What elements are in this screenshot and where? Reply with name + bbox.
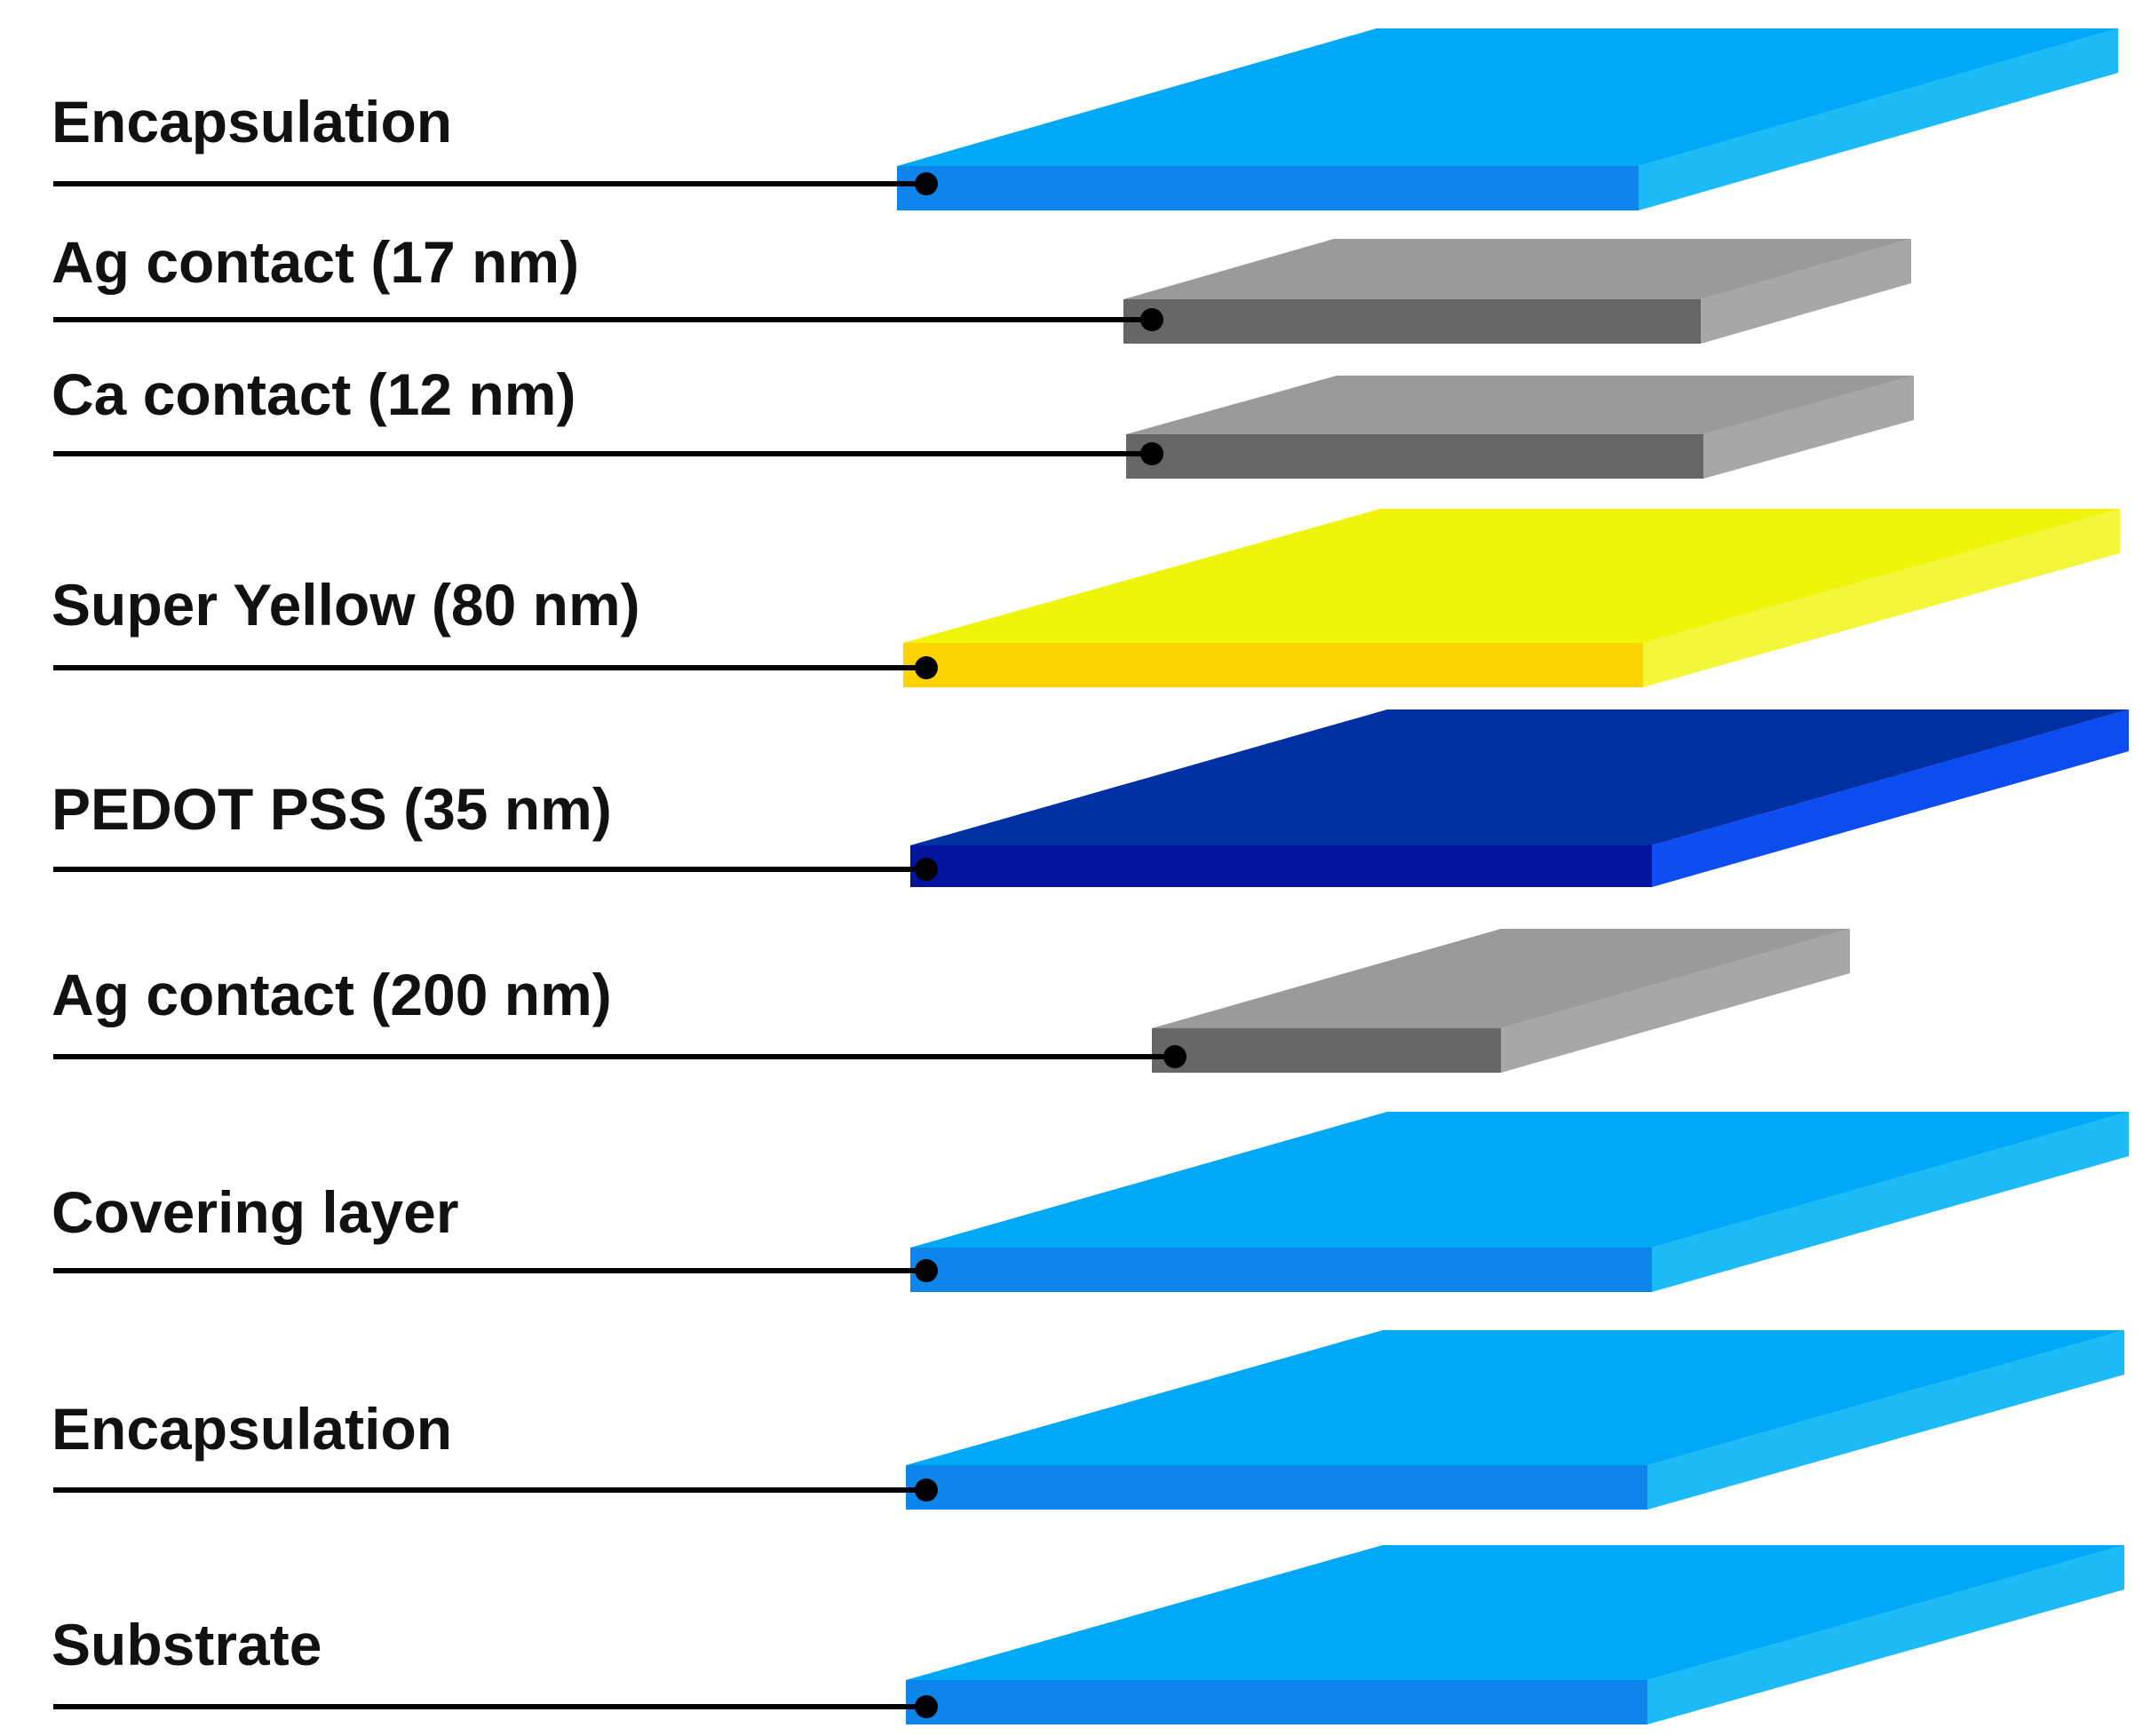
- layer-side-face: [1639, 28, 2118, 210]
- leader-dot: [1163, 1045, 1187, 1068]
- layer-ag-contact-200-nm-6: Ag contact (200 nm): [52, 929, 1850, 1073]
- layer-label: Super Yellow (80 nm): [52, 572, 640, 638]
- layer-top-face: [903, 509, 2120, 643]
- layer-label: Substrate: [52, 1612, 321, 1677]
- layer-substrate-9: Substrate: [52, 1545, 2124, 1724]
- layer-side-face: [1701, 239, 1911, 344]
- layer-label: Covering layer: [52, 1179, 459, 1245]
- layer-label: Encapsulation: [52, 1396, 452, 1462]
- layer-front-face: [906, 1465, 1647, 1510]
- layer-top-face: [906, 1330, 2124, 1465]
- layer-side-face: [1652, 709, 2129, 887]
- layer-front-face: [897, 166, 1639, 210]
- leader-dot: [915, 172, 938, 195]
- layer-encapsulation-8: Encapsulation: [52, 1330, 2124, 1510]
- leader-dot: [1140, 308, 1163, 331]
- layer-covering-layer-7: Covering layer: [52, 1112, 2129, 1292]
- layer-side-face: [1652, 1112, 2129, 1292]
- layer-side-face: [1703, 376, 1914, 479]
- layer-front-face: [1126, 434, 1703, 479]
- layer-top-face: [1152, 929, 1850, 1028]
- layer-label: Ag contact (200 nm): [52, 962, 612, 1027]
- layer-top-face: [910, 1112, 2129, 1248]
- layer-label: Encapsulation: [52, 89, 452, 155]
- layer-top-face: [1126, 376, 1914, 434]
- layer-side-face: [1647, 1330, 2124, 1510]
- leader-dot: [915, 656, 938, 679]
- leader-dot: [915, 1478, 938, 1502]
- layer-front-face: [903, 643, 1643, 687]
- layer-encapsulation-1: Encapsulation: [52, 28, 2118, 210]
- leader-dot: [1140, 442, 1163, 465]
- leader-dot: [915, 858, 938, 881]
- layer-label: Ag contact (17 nm): [52, 229, 579, 295]
- layer-front-face: [910, 845, 1652, 887]
- layer-ca-contact-12-nm-3: Ca contact (12 nm): [52, 361, 1914, 479]
- layer-label: PEDOT PSS (35 nm): [52, 776, 612, 842]
- layer-front-face: [906, 1680, 1647, 1724]
- leader-dot: [915, 1259, 938, 1282]
- layer-front-face: [910, 1248, 1652, 1292]
- layer-front-face: [1152, 1028, 1501, 1073]
- layer-side-face: [1501, 929, 1850, 1073]
- layer-top-face: [897, 28, 2118, 166]
- layer-top-face: [910, 709, 2129, 845]
- layer-super-yellow-80-nm-4: Super Yellow (80 nm): [52, 509, 2120, 687]
- layer-front-face: [1123, 299, 1701, 344]
- layer-side-face: [1647, 1545, 2124, 1724]
- layer-ag-contact-17-nm-2: Ag contact (17 nm): [52, 229, 1911, 344]
- layer-side-face: [1643, 509, 2120, 687]
- layer-pedot-pss-35-nm-5: PEDOT PSS (35 nm): [52, 709, 2129, 887]
- leader-dot: [915, 1695, 938, 1718]
- layer-top-face: [906, 1545, 2124, 1680]
- layer-label: Ca contact (12 nm): [52, 361, 575, 427]
- layer-top-face: [1123, 239, 1911, 299]
